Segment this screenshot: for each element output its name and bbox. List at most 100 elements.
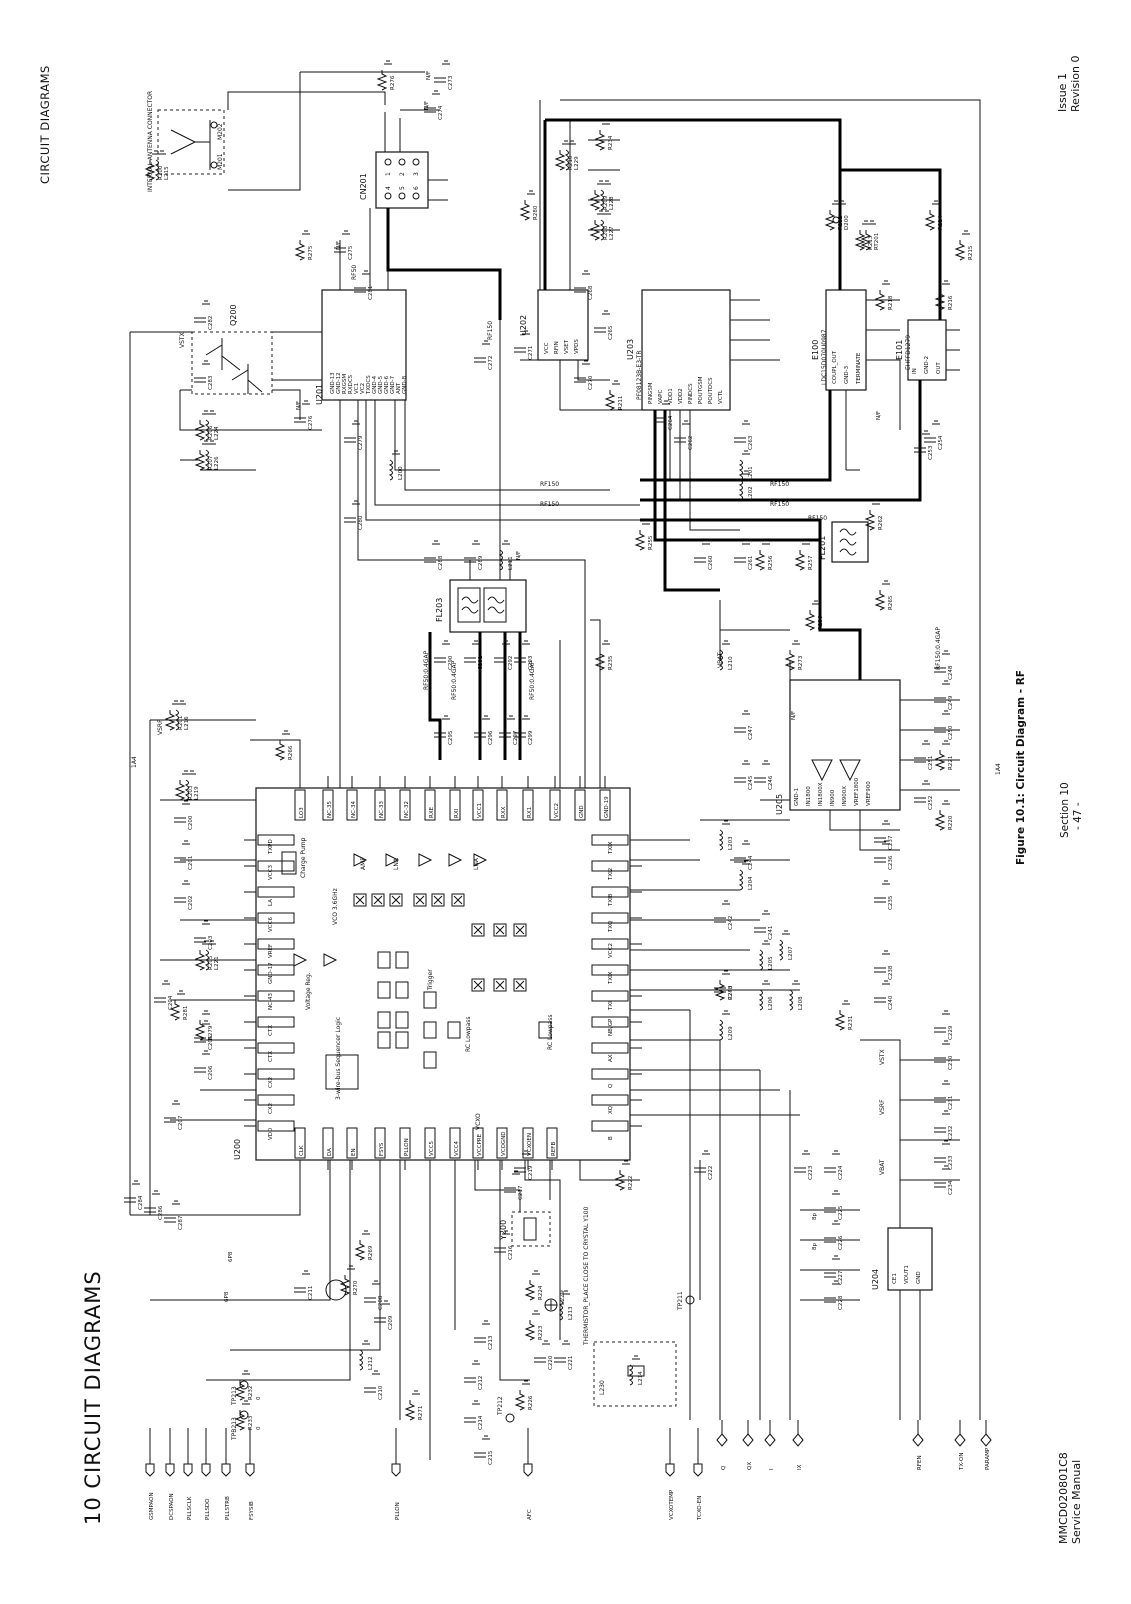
header-section-tab: CIRCUIT DIAGRAMS — [38, 65, 52, 184]
component-c201: C201 — [174, 840, 194, 870]
component-c208: C208 — [364, 1280, 384, 1310]
component-label: L213 — [568, 1306, 574, 1320]
component-label: L212 — [368, 1356, 374, 1370]
u200-pin-box — [449, 789, 461, 821]
u200-pin-label-ax: AX — [608, 1054, 614, 1062]
component-c217: C217 — [504, 1170, 524, 1200]
component-label: C254 — [938, 435, 944, 450]
component-r207: R207 — [194, 440, 214, 471]
component-label: C245 — [748, 775, 754, 790]
signal-connector-fsysib — [245, 1463, 255, 1477]
e101-part: EHFFD1279 — [905, 335, 912, 370]
u200-ref: U200 — [233, 1139, 242, 1160]
component-label: R275 — [308, 245, 314, 260]
u200-pin-label-rxe: RXE — [429, 806, 435, 818]
u203-part: PF08123B-E3-TR — [636, 351, 643, 401]
component-r224: R224 — [524, 1270, 544, 1301]
y200-ref: Y200 — [499, 1220, 508, 1241]
component-value: 6P8 — [224, 1291, 230, 1302]
power-vbat-2: VBAT — [717, 652, 724, 668]
component-c227: C227 — [824, 1255, 844, 1285]
component-c204: C204 — [154, 980, 174, 1010]
component-c231: C231 — [934, 1080, 954, 1110]
component-label: L214 — [638, 1371, 644, 1385]
u200-pin-label-txix: TXIX — [608, 841, 614, 855]
component-c211: C211 — [294, 1270, 314, 1300]
component-label: R265 — [888, 595, 894, 610]
component-label: C233 — [948, 1155, 954, 1170]
cn201-pin-label: 1 — [385, 172, 392, 176]
component-l226: L226 — [204, 440, 220, 471]
component-label: L200 — [398, 466, 404, 480]
cn201-pin — [398, 192, 406, 200]
cn201-pin — [412, 158, 420, 166]
component-r235: R235 — [594, 640, 614, 671]
signal-label-paramp: PARAMP — [985, 1447, 991, 1470]
u200-pin-label-vcxoen: VCXOEN — [527, 1133, 533, 1156]
signal-connector-ix — [792, 1433, 804, 1447]
header-revision: Revision 0 — [1069, 56, 1082, 112]
component-label: L210 — [728, 656, 734, 670]
component-c280: C280 — [344, 500, 364, 530]
component-r262: R262 — [864, 500, 884, 531]
component-c296: C296 — [474, 715, 494, 745]
u200-pin-label-vcc2: VCC2 — [554, 803, 560, 818]
component-label: C231 — [948, 1096, 954, 1110]
u200-pin-box — [399, 789, 411, 821]
signal-connector-dcspaon — [165, 1463, 175, 1477]
u200-pin-label-vcc3: VCC3 — [268, 865, 274, 880]
power-vbat: VBAT — [879, 1159, 886, 1175]
component-c265: C265 — [594, 310, 614, 340]
mixer-cross — [473, 925, 483, 935]
component-label: R280 — [533, 205, 539, 220]
component-label: L221 — [214, 956, 220, 970]
u200-pin-box — [424, 1127, 436, 1159]
component-label: L208 — [798, 996, 804, 1010]
rt201-ref: L230 — [599, 1380, 606, 1395]
component-l205: L205 — [758, 940, 774, 971]
component-c222: C222 — [694, 1150, 714, 1180]
component-value: 0 — [256, 1426, 262, 1430]
crystal-y200: Y200 — [499, 1211, 551, 1247]
component-l227: L227 — [599, 210, 615, 241]
u200-left-pins: TXPDVCC3LAVCC6VREFGND-17NC-43CTXCTXCX2CX… — [244, 834, 295, 1140]
component-c251: C251 — [914, 740, 934, 770]
component-label: R273 — [798, 655, 804, 670]
u200-pin-box — [374, 789, 386, 821]
component-c290: C290 — [434, 640, 454, 670]
u203-ref: U203 — [626, 339, 635, 360]
component-label: R279 — [208, 1025, 214, 1040]
component-label: C274 — [438, 105, 444, 120]
footer-section: Section 10 — [1059, 782, 1071, 838]
component-label: C244 — [748, 855, 754, 870]
u200-pin-label-rx1: RX1 — [527, 807, 533, 818]
mixer-cross — [495, 980, 505, 990]
component-label: L226 — [214, 456, 220, 470]
component-label: C207 — [178, 1115, 184, 1130]
mixer-blocks — [293, 853, 552, 1069]
mixer-block — [513, 978, 527, 992]
u200-pin-box — [346, 789, 358, 821]
signal-connector-vcxotemp — [665, 1463, 675, 1477]
component-c292: C292 — [494, 640, 514, 670]
component-label: L204 — [748, 876, 754, 890]
component-label: C216 — [508, 1245, 514, 1260]
signal-connector-q — [716, 1433, 728, 1447]
component-c248: C248 — [934, 650, 954, 680]
component-label: C250 — [948, 725, 954, 740]
component-l219: L219 — [184, 770, 200, 801]
u200-pin-box — [257, 886, 295, 898]
signal-label-gsmpaon: GSMPAON — [149, 1492, 155, 1520]
component-label: C290 — [448, 655, 454, 670]
component-label: C293 — [528, 655, 534, 670]
u205-pin-label: IN900X — [842, 786, 848, 806]
signal-label-pllon: PLLON — [395, 1502, 401, 1520]
component-label: C272 — [488, 356, 494, 370]
component-label: R257 — [808, 555, 814, 570]
component-label: L202 — [748, 486, 754, 500]
component-value: 0 — [256, 1396, 262, 1400]
u202-pin-label: VPDS — [574, 339, 580, 354]
